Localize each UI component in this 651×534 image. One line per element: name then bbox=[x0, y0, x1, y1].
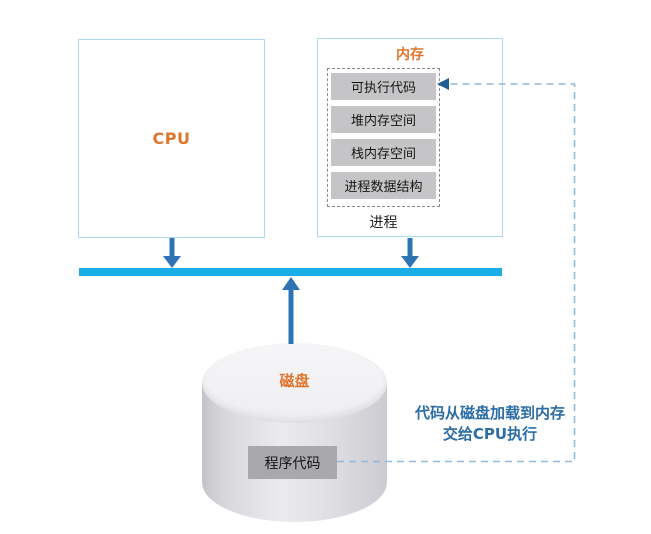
program-code-label: 程序代码 bbox=[264, 455, 321, 472]
annotation-text: 代码从磁盘加载到内存 交给CPU执行 bbox=[410, 403, 570, 446]
memory-segment-process-data-structure: 进程数据结构 bbox=[331, 172, 436, 199]
cpu-to-bus-arrowhead bbox=[163, 256, 181, 268]
cpu-box: CPU bbox=[78, 39, 265, 238]
memory-segment-stack-space: 栈内存空间 bbox=[331, 139, 436, 166]
bus-bar bbox=[79, 268, 502, 276]
process-dashed-container: 可执行代码 堆内存空间 栈内存空间 进程数据结构 bbox=[327, 68, 440, 207]
program-code-box: 程序代码 bbox=[248, 446, 337, 479]
cpu-label: CPU bbox=[152, 129, 191, 148]
process-label: 进程 bbox=[369, 215, 398, 231]
memory-to-bus-arrowhead bbox=[401, 256, 419, 268]
memory-segment-heap-space: 堆内存空间 bbox=[331, 106, 436, 133]
annotation-line1: 代码从磁盘加载到内存 bbox=[414, 404, 565, 422]
memory-segment-executable-code: 可执行代码 bbox=[331, 73, 436, 100]
disk-label: 磁盘 bbox=[279, 372, 310, 390]
memory-title: 内存 bbox=[396, 47, 424, 63]
annotation-line2: 交给CPU执行 bbox=[442, 425, 538, 444]
memory-box: 内存 可执行代码 堆内存空间 栈内存空间 进程数据结构 进程 bbox=[317, 38, 503, 237]
disk-to-bus-arrowhead bbox=[282, 277, 300, 290]
